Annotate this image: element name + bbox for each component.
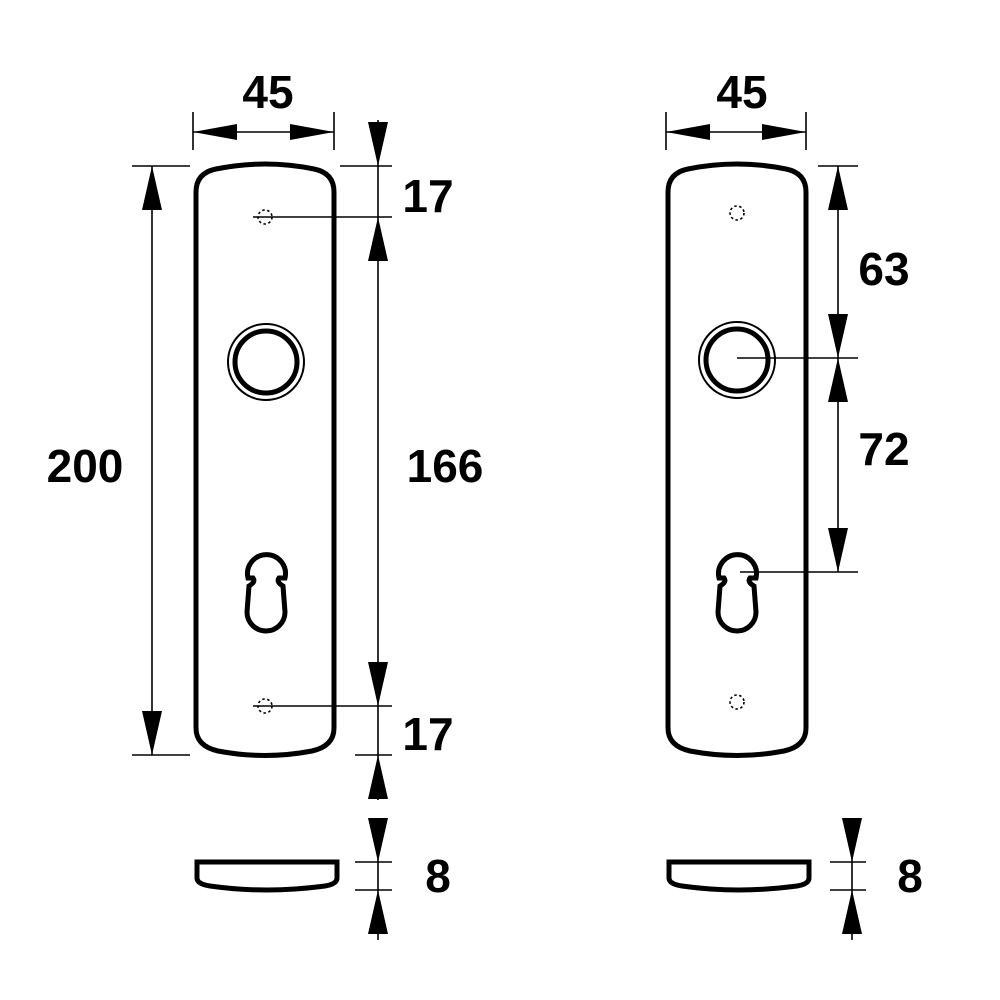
- right-profile: [666, 859, 812, 893]
- arrowhead: [666, 124, 710, 140]
- left-plate-outline: [193, 161, 337, 758]
- dimension-arrows: [142, 122, 862, 934]
- right-plate: [665, 161, 812, 893]
- right-plate-outline: [665, 161, 809, 758]
- left-thickness-label: 8: [425, 850, 451, 902]
- arrowhead: [193, 124, 237, 140]
- handle-rosette-inner: [232, 328, 300, 396]
- arrowhead: [368, 662, 388, 706]
- handle-rosette-outer: [227, 323, 305, 401]
- dimension-lines: [132, 112, 866, 940]
- arrowhead: [368, 818, 388, 862]
- arrowhead: [828, 166, 848, 210]
- arrowhead: [368, 755, 388, 799]
- top-screw-hole: [729, 205, 745, 221]
- right-thickness-label: 8: [897, 850, 923, 902]
- arrowhead: [368, 122, 388, 166]
- arrowhead: [762, 124, 806, 140]
- arrowhead: [828, 528, 848, 572]
- arrowhead: [368, 217, 388, 261]
- left-plate: [193, 161, 340, 893]
- hole-spacing-label: 166: [407, 440, 484, 492]
- keyhole: [244, 552, 288, 634]
- arrowhead: [368, 890, 388, 934]
- handle-rosette-outer: [698, 321, 776, 399]
- top-offset-label: 17: [402, 170, 453, 222]
- bottom-screw-hole: [729, 694, 745, 710]
- right-width-label: 45: [716, 66, 767, 118]
- arrowhead: [842, 818, 862, 862]
- bottom-offset-label: 17: [402, 708, 453, 760]
- left-height-label: 200: [47, 440, 124, 492]
- keyhole-distance-label: 72: [858, 423, 909, 475]
- arrowhead: [290, 124, 334, 140]
- keyhole: [715, 552, 759, 634]
- handle-offset-label: 63: [858, 243, 909, 295]
- left-profile: [194, 859, 340, 893]
- arrowhead: [142, 166, 162, 210]
- arrowhead: [828, 358, 848, 402]
- left-width-label: 45: [242, 66, 293, 118]
- arrowhead: [828, 314, 848, 358]
- arrowhead: [842, 890, 862, 934]
- arrowhead: [142, 711, 162, 755]
- handle-rosette-inner: [703, 326, 771, 394]
